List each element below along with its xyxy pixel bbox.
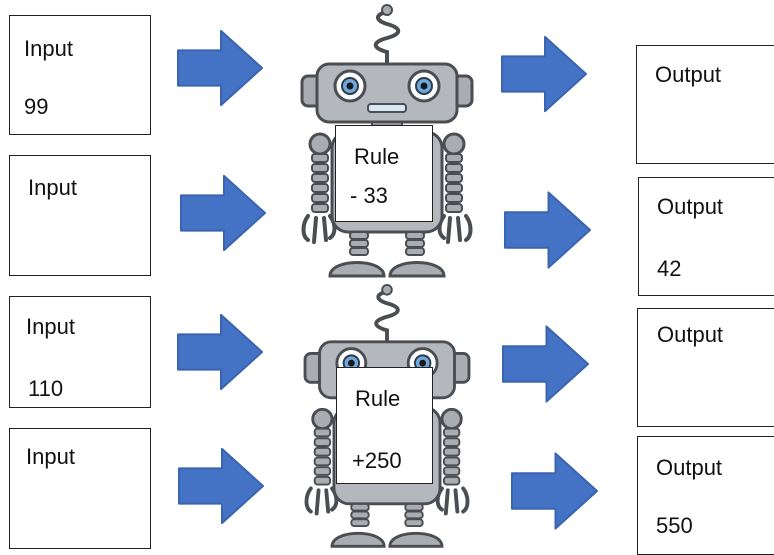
rule-card — [336, 367, 433, 484]
rule-value: - 33 — [350, 183, 388, 208]
output-box — [637, 308, 774, 427]
output-label: Output — [657, 322, 724, 347]
input-value: 99 — [24, 94, 49, 119]
output-label: Output — [656, 455, 723, 480]
input-box — [9, 296, 151, 408]
input-label: Input — [28, 175, 77, 200]
input-label: Input — [26, 314, 75, 339]
output-label: Output — [655, 62, 722, 87]
right-arrow-icon — [177, 444, 265, 528]
right-arrow-icon — [179, 168, 267, 258]
output-box — [637, 436, 774, 555]
right-arrow-icon — [176, 28, 264, 108]
output-value: 550 — [656, 513, 693, 538]
output-value: 42 — [657, 256, 682, 281]
input-box — [9, 428, 151, 549]
rule-card — [335, 125, 433, 222]
right-arrow-icon — [501, 322, 590, 406]
input-label: Input — [24, 36, 73, 61]
input-box — [9, 155, 151, 276]
input-value: 110 — [28, 376, 64, 401]
input-label: Input — [26, 444, 75, 469]
right-arrow-icon — [500, 33, 588, 115]
rule-value: +250 — [352, 448, 402, 473]
output-box — [636, 45, 774, 164]
input-box — [9, 15, 151, 135]
right-arrow-icon — [176, 311, 264, 393]
right-arrow-icon — [503, 187, 592, 273]
rule-label: Rule — [355, 386, 401, 411]
rule-label: Rule — [354, 144, 400, 169]
output-label: Output — [657, 194, 724, 219]
right-arrow-icon — [510, 450, 599, 532]
output-box — [638, 177, 774, 296]
